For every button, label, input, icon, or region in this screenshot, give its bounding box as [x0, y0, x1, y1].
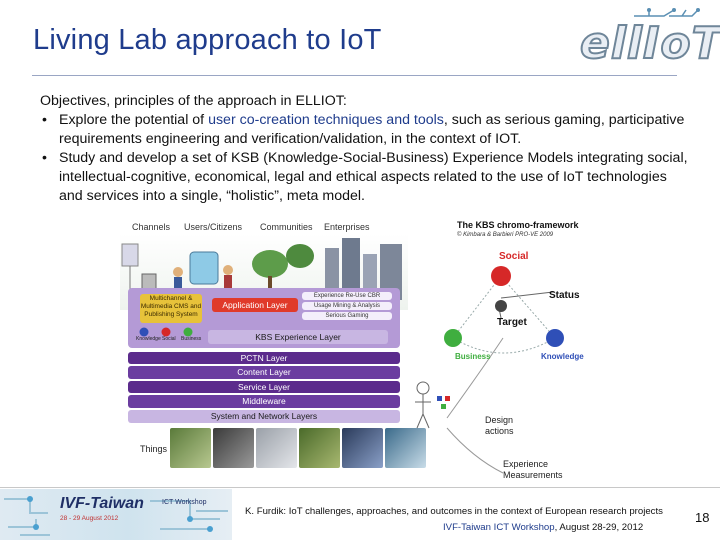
kbs-knowledge-label: Knowledge: [541, 352, 584, 361]
banner-sub: ICT Workshop: [162, 499, 207, 506]
header-users: Users/Citizens: [184, 222, 243, 232]
network-layer: System and Network Layers: [128, 410, 400, 423]
header-enterprises: Enterprises: [324, 222, 370, 232]
pctn-layer: PCTN Layer: [128, 352, 400, 364]
legend-label: Knowledge: [136, 336, 161, 342]
bullet-text: Explore the potential of: [59, 112, 209, 128]
event-date: , August 28-29, 2012: [554, 522, 644, 533]
legend-label: Social: [162, 336, 176, 342]
kbs-triangle-icon: [415, 266, 564, 474]
things-label: Things: [140, 444, 168, 454]
kbs-target-label: Target: [497, 317, 527, 328]
logo-text: ellIoT: [579, 17, 720, 70]
bullet-dot: •: [42, 112, 47, 128]
exp-item: Experience Re-Use CBR: [302, 292, 392, 300]
kbs-design-label: Design actions: [485, 415, 514, 436]
cms-block: Multichannel & Multimedia CMS and Publis…: [140, 294, 202, 323]
bullet-dot: •: [42, 150, 47, 166]
thing-image: [342, 428, 383, 468]
service-layer: Service Layer: [128, 381, 400, 393]
bullet-item: • Study and develop a set of KSB (Knowle…: [40, 149, 690, 206]
content-layer: Content Layer: [128, 366, 400, 379]
legend-label: Business: [181, 336, 202, 342]
exp-item: Usage Mining & Analysis: [302, 302, 392, 310]
kbs-diagram: The KBS chromo-framework © Kimbara & Bar…: [413, 218, 613, 488]
header-channels: Channels: [132, 222, 171, 232]
middleware-layer: Middleware: [128, 395, 400, 408]
kbs-experience-label: Experience Measurements: [503, 459, 563, 480]
kbs-legend-icon: [139, 327, 193, 337]
application-layer: Application Layer: [212, 298, 298, 312]
bullet-text: , such as serious gaming, participative …: [59, 112, 685, 147]
intro-text: Objectives, principles of the approach i…: [40, 93, 347, 109]
footer-event: IVF-Taiwan ICT Workshop, August 28-29, 2…: [443, 522, 643, 533]
kbs-business-label: Business: [455, 352, 491, 361]
elliot-logo: ellIoT: [574, 8, 720, 70]
bullet-item: • Explore the potential of user co-creat…: [40, 111, 690, 149]
kbs-status-label: Status: [549, 290, 580, 301]
city-illustration-icon: [121, 238, 402, 304]
thing-image: [299, 428, 340, 468]
footer-citation: K. Furdik: IoT challenges, approaches, a…: [245, 506, 663, 517]
title-divider: [32, 75, 677, 76]
bullet-highlight: user co-creation techniques and tools: [208, 112, 444, 128]
header-communities: Communities: [260, 222, 313, 232]
slide-title: Living Lab approach to IoT: [33, 24, 382, 56]
banner-date: 28 - 29 August 2012: [60, 515, 119, 522]
banner-title: IVF-Taiwan: [60, 495, 144, 512]
page-number: 18: [695, 510, 710, 525]
circuit-logo-icon: [634, 8, 700, 17]
thing-image: [170, 428, 211, 468]
kbs-experience-layer: KBS Experience Layer: [208, 330, 388, 344]
kbs-title: The KBS chromo-framework: [457, 220, 579, 230]
thing-image: [213, 428, 254, 468]
event-name: IVF-Taiwan ICT Workshop: [443, 522, 555, 533]
slide-body: Objectives, principles of the approach i…: [40, 92, 690, 206]
bullet-text: Study and develop a set of KSB (Knowledg…: [59, 150, 688, 204]
thing-image: [256, 428, 297, 468]
kbs-social-label: Social: [499, 251, 529, 262]
thing-image: [385, 428, 426, 468]
circuit-pattern-icon: [4, 496, 228, 536]
architecture-diagram: Channels Users/Citizens Communities Ente…: [118, 222, 426, 470]
footer-divider: [0, 487, 720, 488]
event-banner: IVF-Taiwan ICT Workshop 28 - 29 August 2…: [0, 489, 232, 540]
exp-item: Serious Gaming: [302, 312, 392, 320]
things-images: [170, 428, 426, 468]
kbs-credit: © Kimbara & Barbieri PRO-VE 2009: [457, 232, 554, 238]
